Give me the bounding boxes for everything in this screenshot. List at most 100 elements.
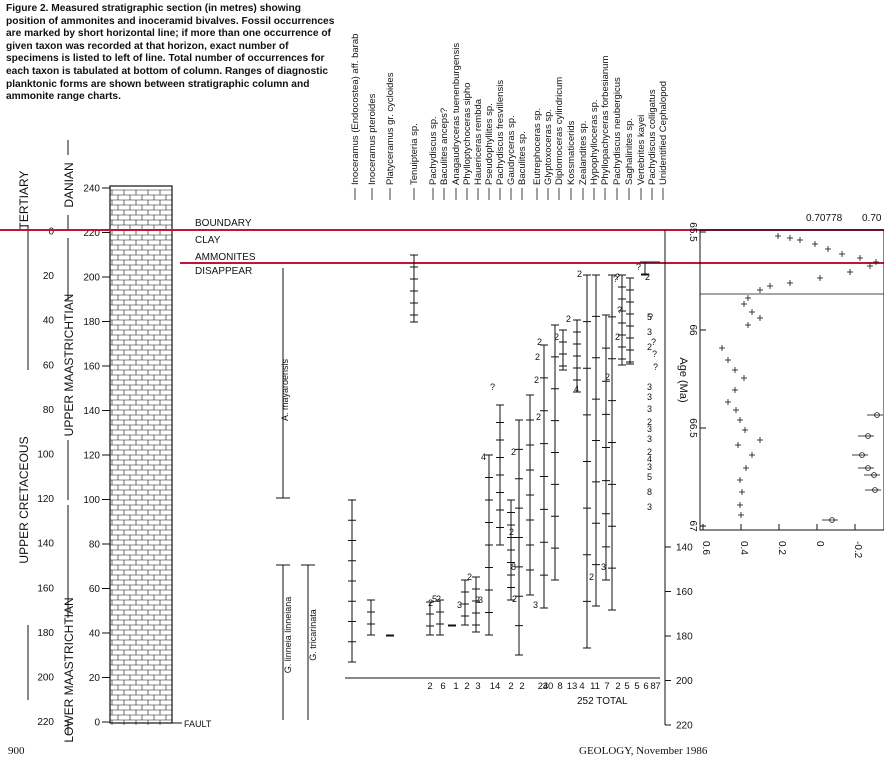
taxon-label: Inoceramus pteroides: [367, 93, 378, 185]
taxon-total: 1: [453, 681, 458, 692]
occurrence-count: ?: [652, 349, 657, 359]
occurrence-count: 3: [533, 600, 538, 610]
stage-label-lower-maastrichtian: LOWER MAASTRICHTIAN: [62, 597, 76, 742]
occurrence-count: 2: [566, 314, 571, 324]
right-count: 3: [647, 327, 652, 337]
height-tick-label: 220: [83, 228, 100, 239]
disappear-label: DISAPPEAR: [195, 266, 252, 277]
taxon-label: Anagaudryceras tuenenburgensis: [451, 43, 462, 185]
occurrence-count: 2: [536, 412, 541, 422]
height-tick-label: 180: [83, 317, 100, 328]
sr-value-1: 0.70778: [806, 213, 843, 224]
height-tick-label: 0: [94, 718, 100, 729]
taxon-label: Tenuipteria sp.: [409, 123, 420, 185]
taxon-total: 8: [650, 681, 655, 692]
right-count: 3: [647, 462, 652, 472]
right-count: 2: [647, 342, 652, 352]
taxon-total: 5: [634, 681, 639, 692]
depth-tick-label: 40: [43, 316, 55, 327]
zone-g-linneiana: G. linneia linneiana: [283, 597, 293, 674]
taxon-total: 6: [643, 681, 648, 692]
taxon-label: Saghalinites sp.: [624, 118, 635, 185]
right-count: 3: [647, 424, 652, 434]
taxon-label: Hypophylloceras sp.: [589, 99, 600, 185]
taxon-label: Pachydiscus sp.: [428, 116, 439, 185]
height-tick-label: 240: [83, 184, 100, 195]
taxon-total: 2: [464, 681, 469, 692]
height-tick-label: 20: [89, 673, 101, 684]
right-count: 3: [647, 382, 652, 392]
occurrence-count: 2: [577, 269, 582, 279]
occurrence-count: 2: [467, 572, 472, 582]
occurrence-count: ?: [651, 337, 656, 347]
taxon-total: 4: [579, 681, 584, 692]
right-count: 3: [647, 502, 652, 512]
taxon-label: Pachydiscus colligatus: [647, 89, 658, 185]
depth-tick-label: 100: [37, 450, 54, 461]
height-tick-label: 140: [83, 406, 100, 417]
period-label-tertiary: TERTIARY: [17, 171, 31, 230]
height-tick-label: 80: [89, 540, 101, 551]
mid-depth-label: 140: [676, 543, 693, 554]
depth-tick-label: 120: [37, 494, 54, 505]
depth-tick-label: 20: [43, 271, 55, 282]
taxon-total: 2: [508, 681, 513, 692]
stage-label-upper-maastrichtian: UPPER MAASTRICHTIAN: [62, 294, 76, 437]
occurrence-count: ?: [653, 362, 658, 372]
taxon-total: 5: [624, 681, 629, 692]
occurrence-count: 2: [509, 527, 514, 537]
taxon-total: 2: [427, 681, 432, 692]
occurrence-count: 2: [589, 572, 594, 582]
taxon-label: Platyceramus gr. cycloides: [385, 72, 396, 185]
taxon-label: Pachydiscus fresvillensis: [495, 80, 506, 185]
right-count: 3: [647, 404, 652, 414]
journal-footer: GEOLOGY, November 1986: [579, 745, 708, 757]
height-tick-label: 100: [83, 495, 100, 506]
zone-a-mayaroensis: A. mayaroensis: [280, 358, 290, 421]
mid-depth-label: 180: [676, 632, 693, 643]
right-count: 3: [647, 392, 652, 402]
lithologic-column: [109, 185, 173, 725]
age-tick-label: 66: [687, 324, 698, 336]
taxon-total: 11: [590, 681, 600, 692]
figure-caption: Figure 2. Measured stratigraphic section…: [6, 3, 335, 103]
mid-depth-label: 220: [676, 721, 693, 732]
taxon-total: 3: [475, 681, 480, 692]
height-tick-label: 60: [89, 584, 101, 595]
age-tick-label: 67: [687, 520, 698, 532]
taxon-label: Kossmaticerids: [566, 120, 577, 185]
taxon-label: Vertebrites kayei: [636, 115, 647, 185]
taxon-total: 8: [557, 681, 562, 692]
boundary-label: BOUNDARY: [195, 218, 252, 229]
taxon-label: Baculites anceps?: [439, 108, 450, 185]
occurrence-count: 8: [511, 562, 516, 572]
taxon-label: Baculites sp.: [517, 131, 528, 185]
occurrence-count: 2: [475, 595, 480, 605]
taxon-label: Glyptoxoceras sp.: [543, 109, 554, 185]
depth-tick-label: 80: [43, 405, 55, 416]
total-label: 252 TOTAL: [577, 696, 628, 707]
occurrence-count: 2: [605, 372, 610, 382]
occurrence-count: 3: [478, 595, 483, 605]
taxon-total: 30: [543, 681, 554, 692]
taxon-total: 24: [538, 681, 549, 692]
height-tick-label: 120: [83, 451, 100, 462]
ammonites-label: AMMONITES: [195, 252, 256, 263]
taxon-label: Diplomoceras cylindricum: [554, 77, 565, 185]
isotope-open-points: [822, 412, 883, 523]
right-count: 2: [647, 447, 652, 457]
depth-tick-label: 60: [43, 360, 55, 371]
taxon-total: 13: [567, 681, 578, 692]
occurrence-count: 2: [511, 447, 516, 457]
right-count: 2: [647, 417, 652, 427]
height-tick-label: 40: [89, 629, 101, 640]
occurrence-count: 2: [436, 594, 441, 604]
isotope-tick-label: 0.4: [738, 541, 749, 555]
stage-label-danian: DANIAN: [62, 162, 76, 207]
